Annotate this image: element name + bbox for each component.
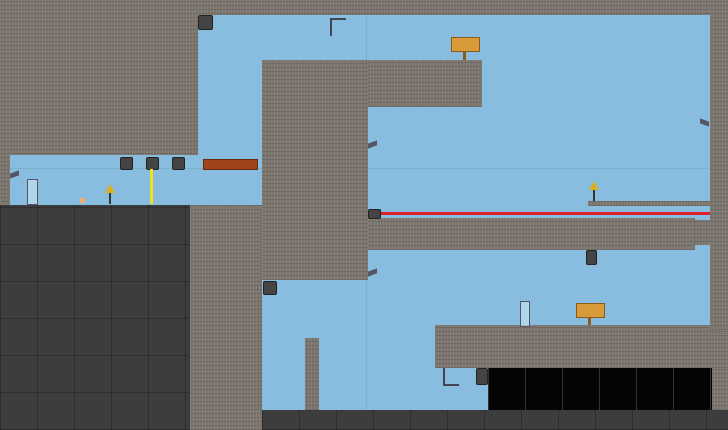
crusher-block bbox=[172, 157, 185, 170]
crusher-block bbox=[120, 157, 133, 170]
red-laser bbox=[378, 212, 710, 215]
sign-icon bbox=[576, 303, 605, 318]
left-floor bbox=[0, 205, 190, 430]
laser-emitter bbox=[368, 209, 381, 219]
black-pit bbox=[488, 368, 712, 410]
right-wall bbox=[710, 0, 728, 330]
hanging-block bbox=[586, 250, 597, 265]
sign-post bbox=[463, 51, 466, 60]
lamp-post bbox=[593, 190, 595, 201]
center-pillar bbox=[262, 60, 368, 280]
sign-icon bbox=[451, 37, 480, 52]
bottom-floor bbox=[262, 410, 728, 430]
left-wall-lower bbox=[190, 205, 262, 430]
checkpoint-tube bbox=[520, 301, 530, 327]
checkpoint-tube bbox=[27, 179, 38, 205]
yellow-beam bbox=[150, 169, 153, 204]
pipe-icon bbox=[330, 18, 346, 36]
switch-block[interactable] bbox=[263, 281, 277, 295]
wooden-plank bbox=[203, 159, 258, 170]
player bbox=[80, 198, 85, 203]
thin-ledge bbox=[588, 201, 710, 206]
sign-post bbox=[588, 317, 591, 325]
mid-platform bbox=[368, 218, 695, 250]
door-block bbox=[476, 368, 488, 385]
lamp-post bbox=[109, 193, 111, 204]
lamp-icon bbox=[589, 181, 599, 190]
lower-platform bbox=[435, 325, 728, 368]
small-pillar bbox=[305, 338, 319, 410]
lamp-icon bbox=[105, 184, 115, 193]
pipe-icon bbox=[443, 368, 459, 386]
switch-block[interactable] bbox=[198, 15, 213, 30]
